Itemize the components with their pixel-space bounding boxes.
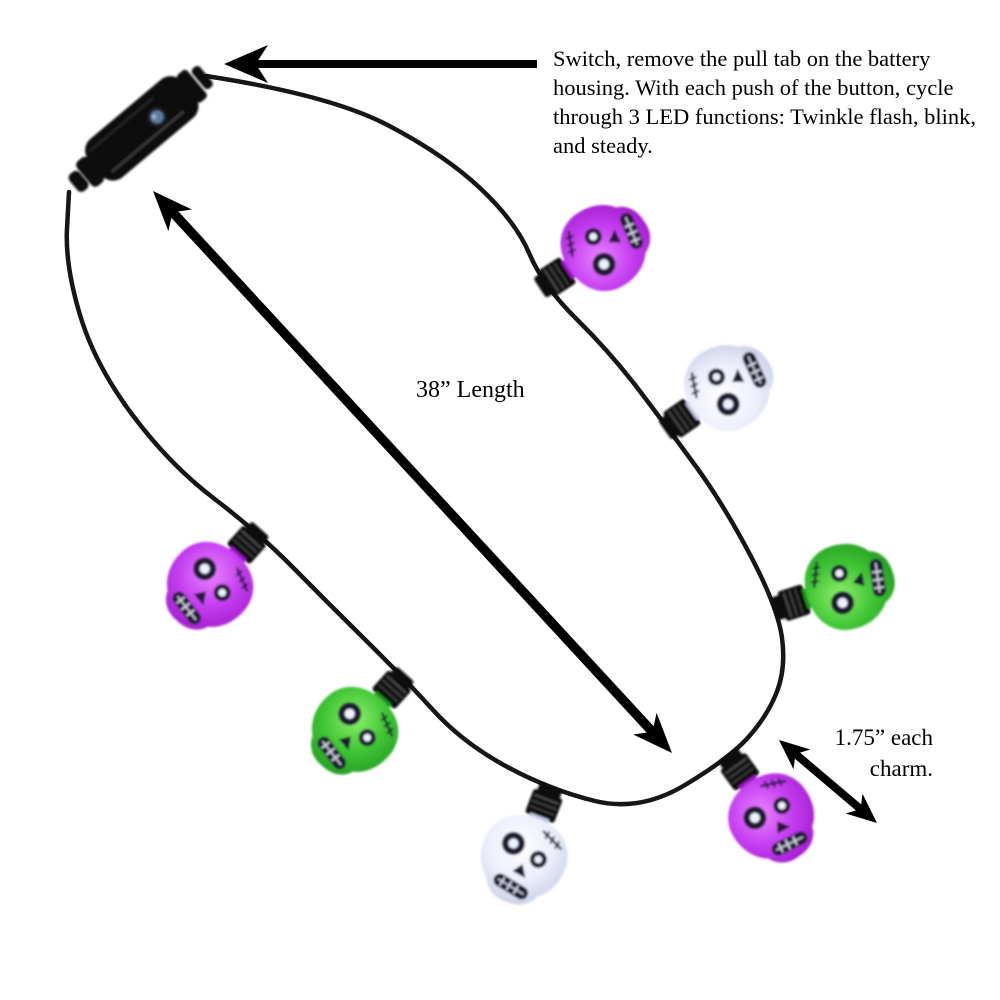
battery-housing <box>68 66 213 192</box>
skull-charm-green <box>771 543 895 630</box>
skull-charm-purple <box>719 748 814 863</box>
charm-size-line-1: 1.75” each <box>834 725 933 750</box>
skull-face <box>688 352 767 416</box>
length-arrow <box>153 191 672 753</box>
necklace-cord <box>64 73 786 807</box>
skull-charm-purple <box>534 205 651 298</box>
skull-charm-white <box>659 345 774 439</box>
skull-charm-green <box>311 667 414 775</box>
charm-size-annotation: 1.75” each charm. <box>786 722 933 784</box>
charm-size-arrow <box>779 740 877 823</box>
charm-size-line-2: charm. <box>869 756 933 781</box>
skull-face <box>565 212 643 276</box>
skull-face <box>810 558 886 615</box>
charm-screw-base <box>534 257 579 298</box>
skull-face <box>493 830 563 900</box>
skull-face <box>172 557 249 625</box>
switch-pointer-arrow <box>224 45 537 83</box>
skull-charm-purple <box>166 522 269 630</box>
skull-face <box>317 702 394 770</box>
switch-annotation: Switch, remove the pull tab on the batte… <box>553 46 976 158</box>
skull-charm-white <box>481 782 568 905</box>
power-button-icon <box>146 106 167 127</box>
skull-bulb <box>481 815 568 905</box>
skull-bulb <box>804 543 895 630</box>
length-annotation: 38” Length <box>416 377 525 403</box>
skull-face <box>743 777 808 856</box>
